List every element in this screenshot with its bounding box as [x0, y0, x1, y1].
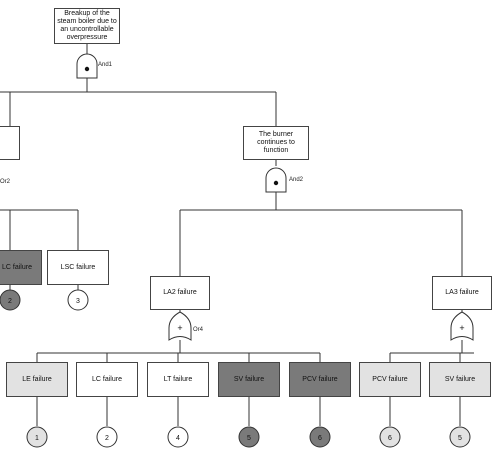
- left-partial-event-box: [0, 126, 20, 160]
- mid-event-box: The burner continues to function: [243, 126, 309, 160]
- svg-text:+: +: [459, 323, 464, 333]
- basic-event-circle-1: 1: [26, 426, 48, 448]
- basic-event-label-2: LC failure: [92, 375, 122, 383]
- basic-event-label-6: PCV failure: [372, 375, 408, 383]
- basic-event-label-1: LE failure: [22, 375, 52, 383]
- basic-event-label-5: PCV failure: [302, 375, 338, 383]
- left-event-box-1: LC failure: [0, 250, 42, 285]
- or-gate-right: +: [450, 311, 474, 341]
- basic-event-circle-5: 6: [309, 426, 331, 448]
- top-event-label: Breakup of the steam boiler due to an un…: [57, 10, 117, 41]
- left-event-label-2: LSC failure: [60, 263, 96, 271]
- connector-layer: + + 2 3 1 2 4 5 6 6 5: [0, 44, 474, 448]
- basic-event-label-3: LT failure: [163, 375, 193, 383]
- basic-event-circle-2: 2: [96, 426, 118, 448]
- basic-event-circle-5-number: 6: [318, 435, 322, 442]
- basic-event-box-3: LT failure: [147, 362, 209, 397]
- left-event-box-2: LSC failure: [47, 250, 109, 285]
- basic-event-box-7: SV failure: [429, 362, 491, 397]
- left-event-circle-2-number: 3: [76, 298, 80, 305]
- left-event-label-1: LC failure: [2, 263, 32, 271]
- and-gate-2: [265, 167, 287, 193]
- basic-event-circle-3: 4: [167, 426, 189, 448]
- left-event-circle-1-number: 2: [8, 298, 12, 305]
- gate-label-and1: And1: [98, 62, 113, 68]
- basic-event-box-1: LE failure: [6, 362, 68, 397]
- basic-event-circle-1-number: 1: [35, 435, 39, 442]
- basic-event-box-6: PCV failure: [359, 362, 421, 397]
- gate-label-or2: Or2: [0, 179, 11, 185]
- fault-tree-diagram: + + 2 3 1 2 4 5 6 6 5 Breakup of the steam boil…: [0, 8, 492, 448]
- la2-event-box: LA2 failure: [150, 276, 210, 310]
- basic-event-circle-6-number: 6: [388, 435, 392, 442]
- la3-event-label: LA3 failure: [445, 289, 479, 296]
- basic-event-box-4: SV failure: [218, 362, 280, 397]
- basic-event-label-7: SV failure: [444, 375, 476, 383]
- mid-event-label: The burner continues to function: [257, 131, 295, 154]
- and-gate-1: [76, 53, 98, 79]
- basic-event-circle-4: 5: [238, 426, 260, 448]
- or-gate-4: +: [168, 311, 192, 341]
- basic-event-circle-6: 6: [379, 426, 401, 448]
- svg-text:+: +: [177, 323, 182, 333]
- basic-event-circle-7-number: 5: [458, 435, 462, 442]
- left-event-circle-2: 3: [67, 289, 89, 311]
- basic-event-box-2: LC failure: [76, 362, 138, 397]
- basic-event-circle-4-number: 5: [247, 435, 251, 442]
- basic-event-circle-3-number: 4: [176, 435, 180, 442]
- basic-event-box-5: PCV failure: [289, 362, 351, 397]
- top-event-box: Breakup of the steam boiler due to an un…: [54, 8, 120, 44]
- basic-event-circle-7: 5: [449, 426, 471, 448]
- gate-label-and2: And2: [289, 177, 304, 183]
- left-event-circle-1: 2: [0, 289, 21, 311]
- la3-event-box: LA3 failure: [432, 276, 492, 310]
- la2-event-label: LA2 failure: [163, 289, 197, 296]
- basic-event-label-4: SV failure: [233, 375, 265, 383]
- basic-event-circle-2-number: 2: [105, 435, 109, 442]
- gate-label-or4: Or4: [193, 327, 204, 333]
